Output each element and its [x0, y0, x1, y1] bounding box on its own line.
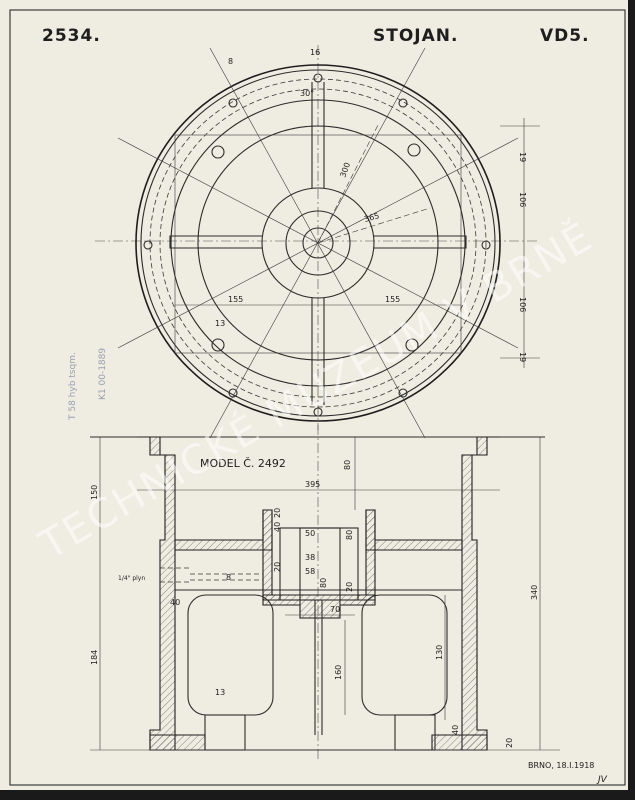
pencil-note: T 58 hyb tsqm.	[68, 352, 78, 421]
dim-hub-top: 20	[273, 508, 282, 518]
dim-lower-half: 106	[518, 297, 527, 312]
dim-flange: 40	[170, 598, 180, 607]
dim-rib: 80	[319, 578, 328, 588]
dim-hub-right: 80	[345, 530, 354, 540]
dim-foot-width: 70	[330, 605, 340, 614]
model-label: MODEL Č. 2492	[200, 457, 286, 470]
dim-bore-mid: 38	[305, 553, 315, 562]
dim-pipe: 1/4" plyn	[118, 575, 145, 582]
dim-pipe-gap: 8	[226, 573, 231, 582]
dim-right-half: 155	[385, 295, 400, 304]
dim-angle: 30°	[300, 89, 314, 98]
dim-right-window: 130	[435, 645, 444, 660]
dim-hub-low: 20	[273, 562, 282, 572]
dim-top-height: 150	[90, 485, 99, 500]
dim-total-height: 340	[530, 585, 539, 600]
dim-bolt-width: 16	[310, 48, 320, 57]
pencil-note: K1 00-1889	[98, 348, 108, 400]
drawing-number: 2534.	[42, 26, 101, 46]
dim-small: 20	[345, 582, 354, 592]
sheet-border	[9, 9, 626, 786]
dim-hub-mid: 40	[273, 522, 282, 532]
dim-base: 20	[505, 738, 514, 748]
dim-slot-width: 13	[215, 688, 225, 697]
initials: JV	[596, 775, 608, 785]
dim-upper-height: 80	[343, 460, 352, 470]
plan-view: 16 8 30° 300 365 155 155 13 19 106 106 1…	[95, 45, 540, 439]
dim-left-half: 155	[228, 295, 243, 304]
dim-upper-half: 106	[518, 192, 527, 207]
dim-slot: 8	[228, 57, 233, 66]
dim-width: 395	[305, 480, 320, 489]
dim-bottom-edge: 19	[518, 352, 527, 362]
dim-foot-height: 40	[451, 725, 460, 735]
watermark: TECHNICKÉ MUZEUM V BRNĚ	[30, 212, 601, 569]
drawing-title: STOJAN.	[373, 26, 458, 46]
dim-lower-height: 184	[90, 650, 99, 665]
dim-radius-outer: 365	[363, 211, 380, 224]
dim-radius-inner: 300	[338, 161, 352, 178]
drawing-code: VD5.	[540, 26, 590, 46]
section-view: MODEL Č. 2492 395 150 80 20 40 50 80 38 …	[90, 425, 560, 760]
dim-top-edge: 19	[518, 152, 527, 162]
dim-bore-top: 50	[305, 529, 315, 538]
dim-hole: 13	[215, 319, 225, 328]
place-date: BRNO, 18.I.1918	[528, 761, 594, 770]
dim-window-height: 160	[334, 665, 343, 680]
dim-bore-low: 58	[305, 567, 315, 576]
